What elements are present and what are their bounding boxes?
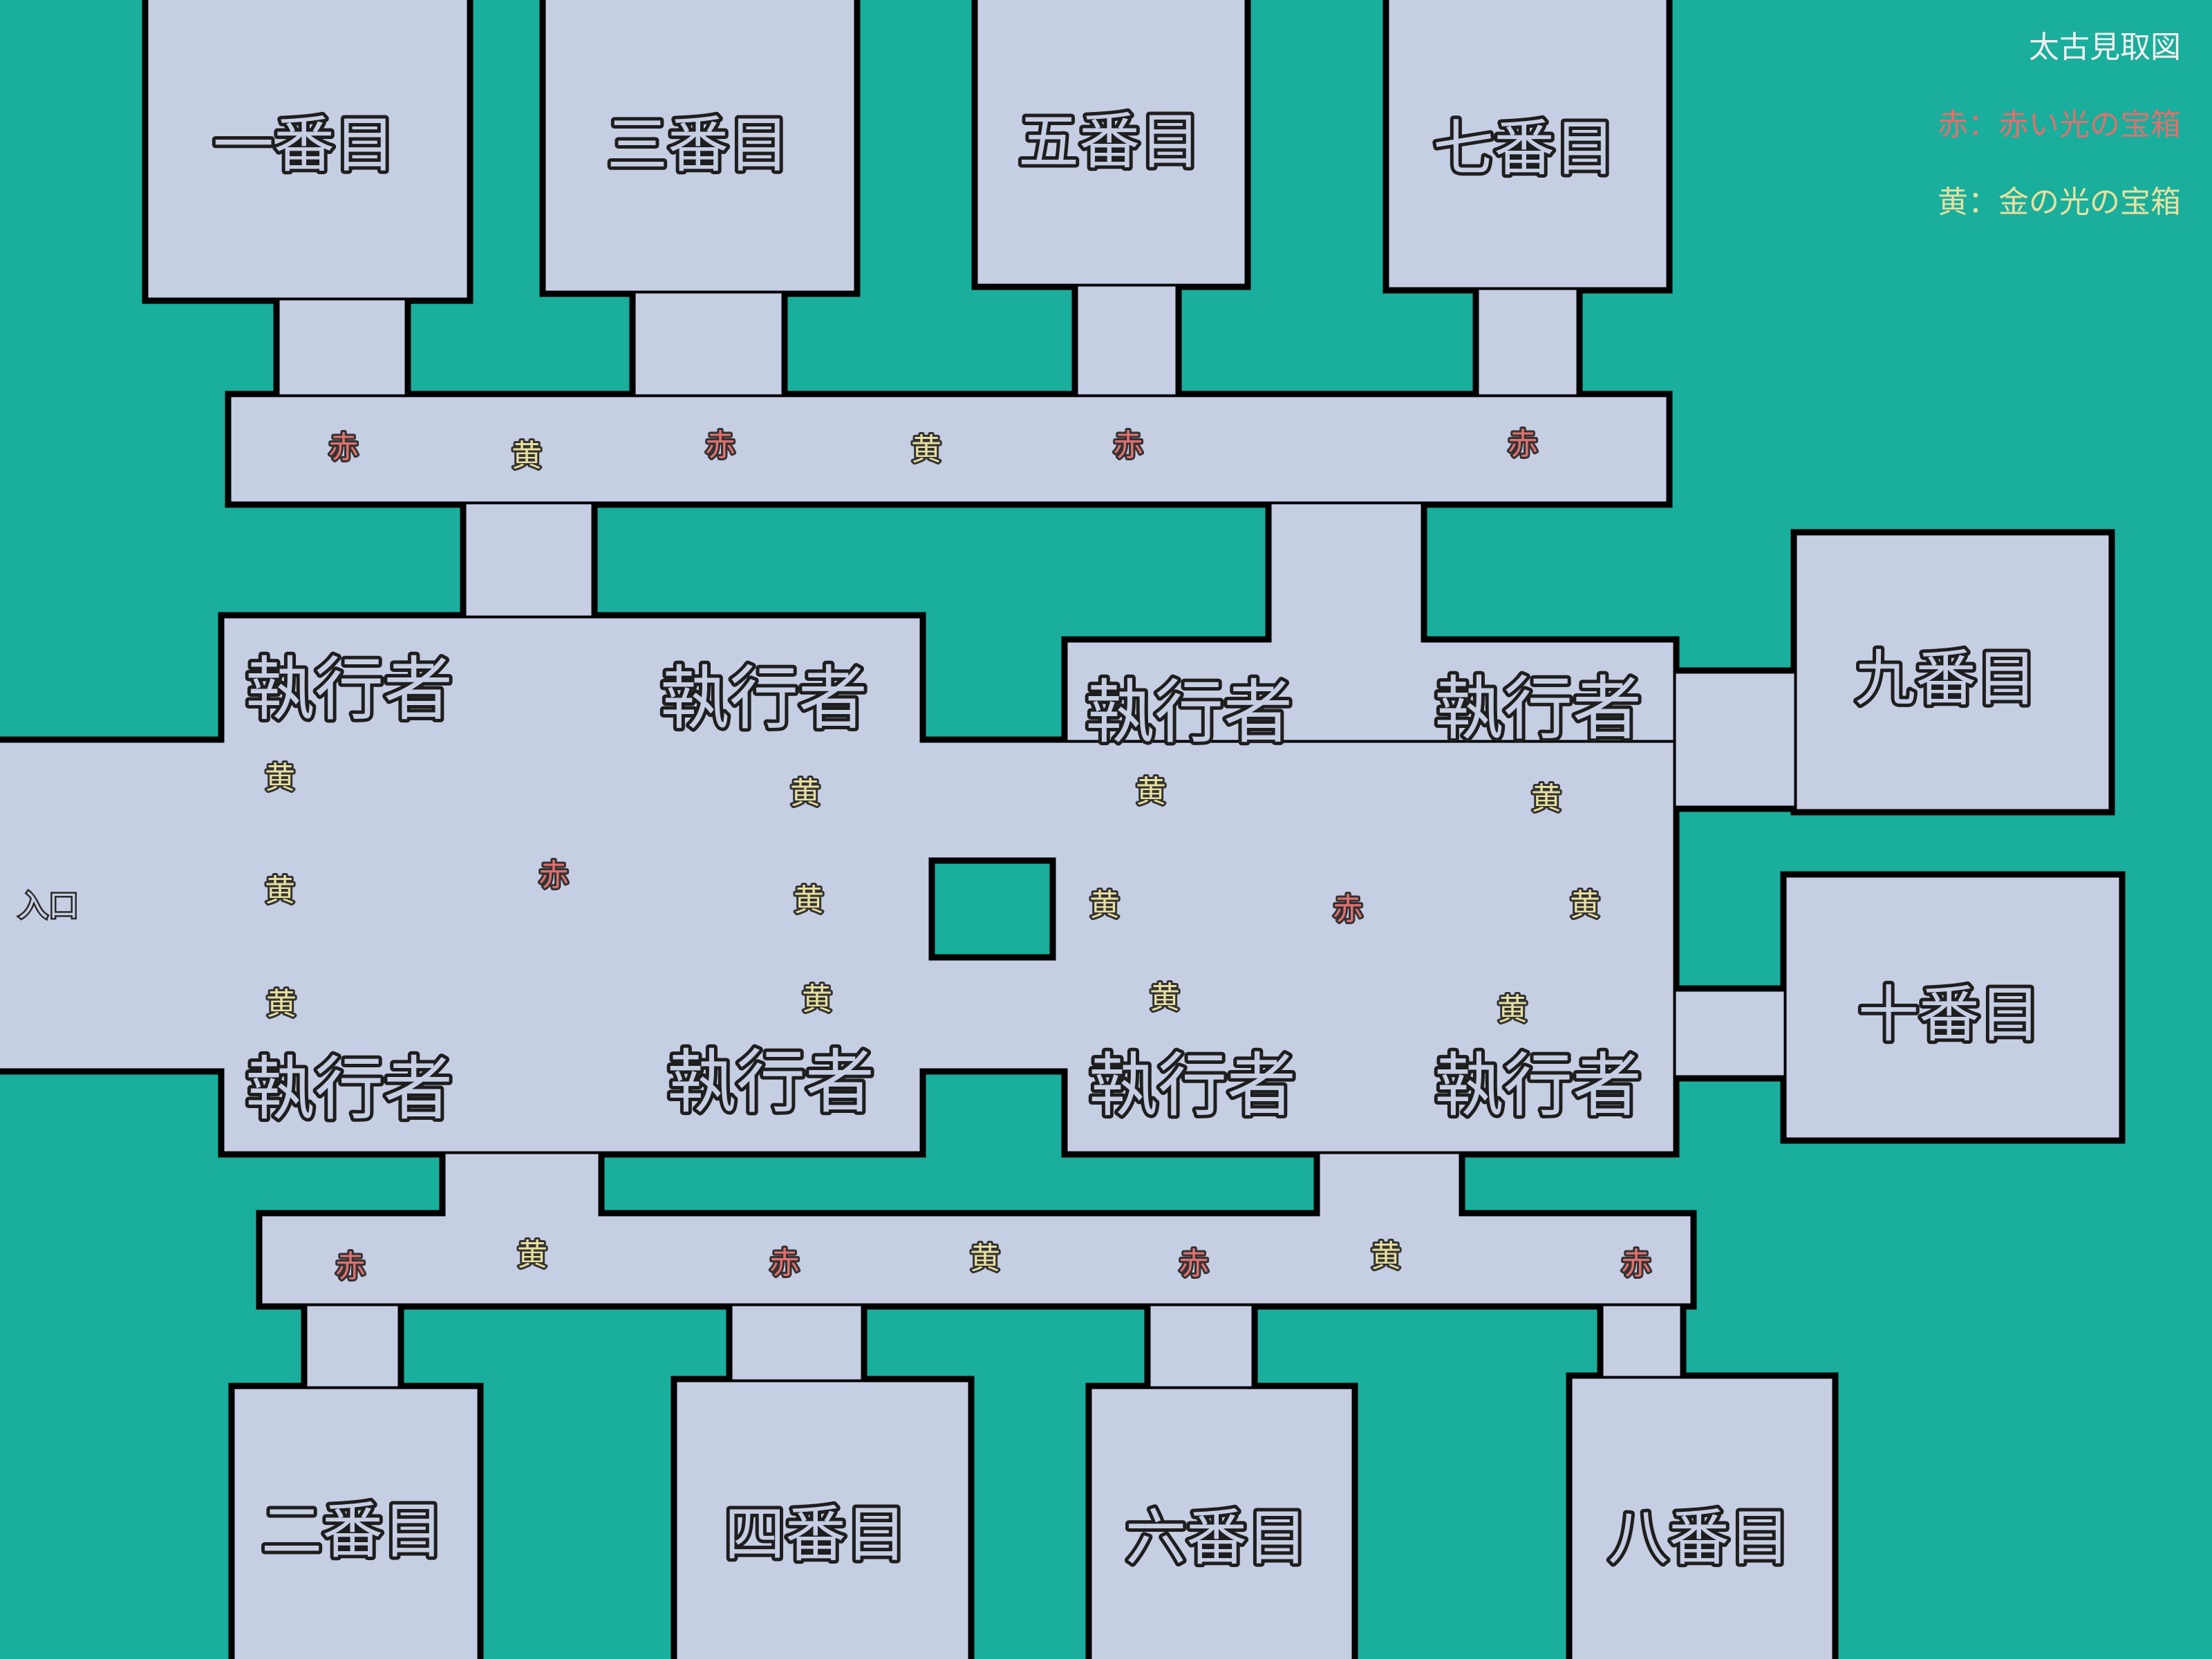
floor-area-30 [1572,1378,1833,1659]
floor-area-14 [224,1067,920,1152]
gold-chest-marker: 黄 [1089,888,1120,923]
room-label: 九番目 [1855,643,2037,714]
floor-area-16 [1797,535,2109,809]
room-label: 四番目 [724,1499,907,1570]
floor-area-26 [1603,1306,1680,1376]
gold-chest-marker: 黄 [1150,980,1180,1015]
red-chest-marker: 赤 [1333,892,1363,927]
floor-area-9 [466,504,592,616]
room-label: 七番目 [1433,113,1615,184]
floor-area-13 [1067,642,1674,740]
red-chest-marker: 赤 [1508,427,1538,462]
floor-area-4 [279,300,405,395]
red-chest-marker: 赤 [1113,428,1143,463]
gold-chest-marker: 黄 [911,432,941,467]
room-label: 三番目 [607,109,789,180]
floor-area-8 [231,397,1667,502]
floor-area-5 [635,293,782,395]
executor-label: 執行者 [245,649,453,730]
executor-label: 執行者 [1085,672,1293,753]
floor-area-1 [545,0,854,291]
red-chest-marker: 赤 [1179,1246,1209,1282]
floor-area-15 [1067,1067,1674,1152]
legend-title: 太古見取図 [2029,30,2181,65]
floor-area-2 [977,0,1245,284]
red-chest-marker: 赤 [705,428,735,463]
floor-area-18 [1786,877,2119,1138]
floor-area-23 [307,1306,398,1387]
gold-chest-marker: 黄 [1531,781,1562,816]
executor-label: 執行者 [245,1049,453,1130]
red-chest-marker: 赤 [328,430,359,465]
floor-area-22 [262,1216,1691,1304]
gold-chest-marker: 黄 [1371,1239,1401,1274]
red-chest-marker: 赤 [538,858,569,893]
floor-area-19 [1676,991,1784,1076]
floor-area-12 [224,618,920,744]
floor-area-11 [0,742,1674,1069]
floor-area-27 [234,1389,478,1659]
pillar [928,857,1056,961]
floor-area-20 [445,1154,599,1217]
floor-area-24 [732,1306,861,1380]
floor-area-0 [148,0,467,298]
floor-area-17 [1676,673,1794,806]
gold-chest-marker: 黄 [266,986,297,1022]
red-chest-marker: 赤 [335,1249,366,1284]
floor-area-6 [1078,286,1176,395]
entrance-label: 入口 [18,888,79,924]
gold-chest-marker: 黄 [517,1237,547,1273]
executor-label: 執行者 [667,1042,874,1123]
floor-area-21 [1320,1154,1459,1217]
legend-red-chest: 赤：赤い光の宝箱 [1938,107,2181,142]
red-chest-marker: 赤 [1621,1246,1651,1282]
gold-chest-marker: 黄 [1497,992,1528,1027]
red-chest-marker: 赤 [769,1246,800,1281]
executor-label: 執行者 [660,658,868,739]
gold-chest-marker: 黄 [1136,774,1166,809]
room-label: 一番目 [213,109,395,180]
room-label: 十番目 [1858,979,2041,1050]
floor-area-7 [1479,290,1577,395]
executor-label: 執行者 [1434,1045,1642,1126]
floor-area-3 [1389,0,1667,288]
floor-area-25 [1150,1306,1252,1387]
room-label: 二番目 [261,1495,444,1566]
room-label: 五番目 [1018,106,1201,177]
gold-chest-marker: 黄 [265,760,295,796]
gold-chest-marker: 黄 [1570,888,1600,923]
floor-area-29 [1091,1389,1352,1659]
executor-label: 執行者 [1089,1045,1296,1126]
room-label: 六番目 [1125,1502,1308,1573]
floor-area-10 [1271,504,1421,644]
room-label: 八番目 [1608,1502,1790,1573]
gold-chest-marker: 黄 [790,776,821,811]
gold-chest-marker: 黄 [802,982,832,1017]
gold-chest-marker: 黄 [794,883,824,918]
executor-label: 執行者 [1434,668,1642,749]
floor-area-28 [677,1382,968,1659]
legend-gold-chest: 黄：金の光の宝箱 [1938,185,2181,220]
gold-chest-marker: 黄 [970,1241,1000,1276]
gold-chest-marker: 黄 [265,873,295,908]
gold-chest-marker: 黄 [512,438,542,474]
